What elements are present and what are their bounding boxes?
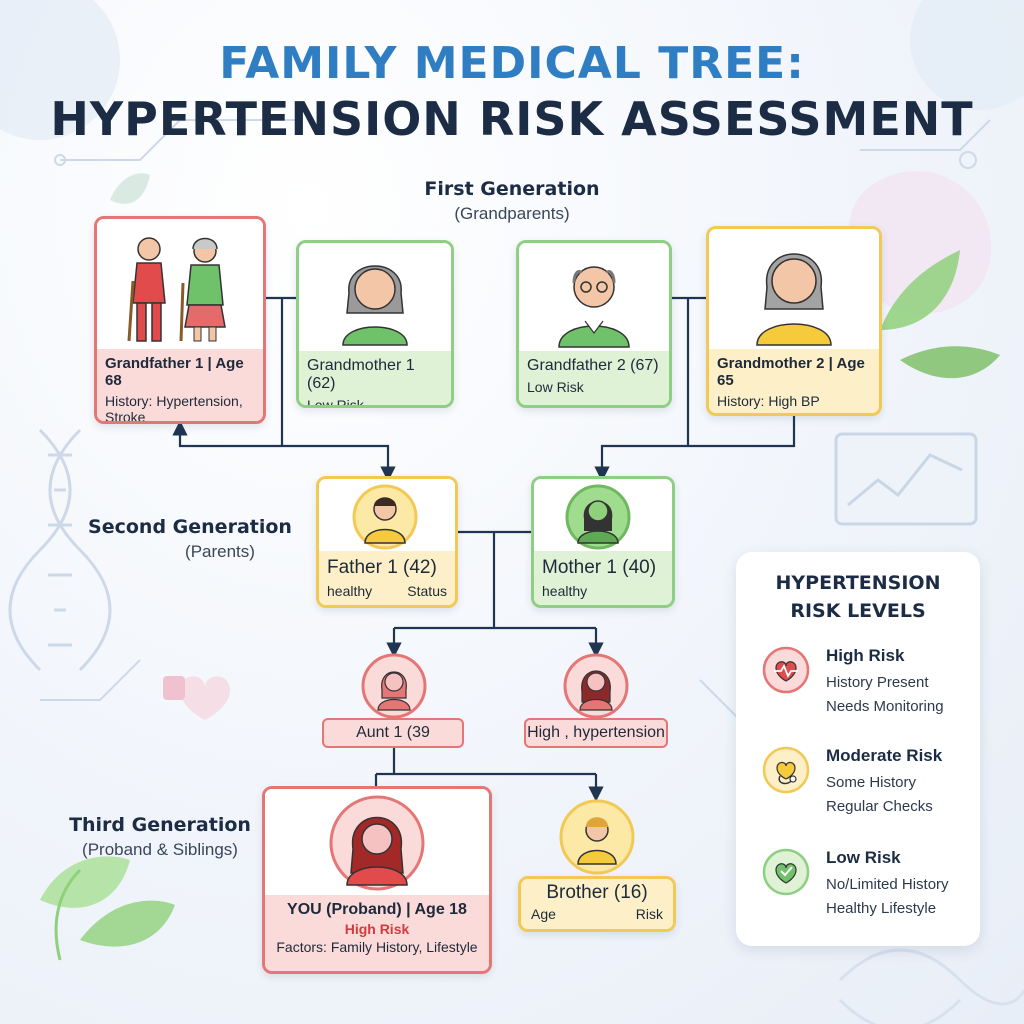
leaf-decoration-left-top — [110, 173, 150, 204]
relative-name: High , hypertension — [527, 724, 665, 741]
grandfather-1-history-2: Stroke — [105, 409, 146, 424]
proband-avatar-icon — [265, 789, 489, 897]
mother-1-health: healthy — [542, 583, 588, 599]
grandmother-avatar-icon — [709, 229, 879, 349]
grandmother-avatar-icon — [299, 243, 451, 351]
grandfather-1-card[interactable]: Grandfather 1 | Age 68 History: Hyperten… — [94, 216, 266, 424]
legend-high-line-1: History Present — [826, 674, 929, 691]
grandmother-2-history: History: High BP — [717, 393, 820, 409]
legend-title-1: HYPERTENSION — [775, 572, 941, 594]
second-generation-label: Second Generation (Parents) — [60, 516, 320, 562]
legend-moderate-line-1: Some History — [826, 774, 917, 791]
brother-card[interactable]: Brother (16) Age Risk — [518, 876, 676, 932]
leaf-decoration-left-bottom — [40, 856, 175, 961]
dna-helix-icon — [8, 428, 112, 672]
third-generation-label: Third Generation (Proband & Siblings) — [50, 814, 270, 860]
father-1-info: Father 1 (42) healthy Status — [319, 551, 455, 605]
grandfather-2-info: Grandfather 2 (67) Low Risk — [519, 351, 669, 405]
grandmother-1-info: Grandmother 1 (62) Low Risk — [299, 351, 451, 405]
brother-avatar-icon — [558, 798, 636, 876]
father-1-health: healthy — [327, 583, 373, 599]
relative-card[interactable]: High , hypertension — [524, 718, 668, 748]
grandfather-2-name: Grandfather 2 (67) — [527, 357, 659, 374]
legend-title-2: RISK LEVELS — [790, 600, 926, 622]
brother-age-label: Age — [531, 906, 556, 922]
mother-1-name: Mother 1 (40) — [542, 557, 657, 578]
risk-legend: HYPERTENSION RISK LEVELS High Risk Histo… — [736, 552, 980, 946]
first-generation-subtitle: (Grandparents) — [454, 204, 570, 223]
trend-chart-icon — [834, 432, 978, 526]
first-generation-label: First Generation (Grandparents) — [392, 178, 632, 224]
grandmother-1-status: Low Risk — [307, 397, 364, 408]
proband-info: YOU (Proband) | Age 18 High Risk Factors… — [265, 895, 489, 971]
leaf-decoration-right — [880, 250, 1000, 379]
relative-avatar-icon — [562, 652, 630, 720]
father-1-card[interactable]: Father 1 (42) healthy Status — [316, 476, 458, 608]
legend-high-line-2: Needs Monitoring — [826, 698, 944, 715]
second-generation-subtitle: (Parents) — [185, 542, 255, 561]
legend-low-label: Low Risk — [826, 848, 901, 867]
legend-high-label: High Risk — [826, 646, 905, 665]
proband-status: High Risk — [344, 921, 410, 937]
proband-card[interactable]: YOU (Proband) | Age 18 High Risk Factors… — [262, 786, 492, 974]
first-generation-title: First Generation — [424, 178, 600, 200]
heart-check-icon — [762, 848, 810, 896]
mother-1-info: Mother 1 (40) healthy — [534, 551, 672, 605]
grandfather-1-history: History: Hypertension, — [105, 393, 243, 409]
title-line-2: HYPERTENSION RISK ASSESSMENT — [50, 92, 974, 146]
third-generation-title: Third Generation — [69, 814, 251, 836]
heart-monitor-icon — [163, 676, 230, 720]
legend-moderate-label: Moderate Risk — [826, 746, 943, 765]
grandfather-avatar-icon — [519, 243, 669, 351]
second-generation-title: Second Generation — [88, 516, 292, 538]
grandmother-1-name: Grandmother 1 (62) — [307, 357, 415, 392]
aunt-1-name: Aunt 1 (39 — [356, 724, 430, 741]
brother-info: Brother (16) Age Risk — [521, 879, 673, 929]
aunt-1-avatar-icon — [360, 652, 428, 720]
aunt-1-card[interactable]: Aunt 1 (39 — [322, 718, 464, 748]
legend-moderate-line-2: Regular Checks — [826, 798, 933, 815]
grandfather-2-status: Low Risk — [527, 379, 584, 395]
brother-name: Brother (16) — [546, 882, 648, 903]
father-1-status: Status — [407, 583, 447, 599]
grandfather-2-card[interactable]: Grandfather 2 (67) Low Risk — [516, 240, 672, 408]
mother-avatar-icon — [534, 479, 672, 555]
proband-factors: Factors: Family History, Lifestyle — [276, 939, 478, 955]
title-line-1: FAMILY MEDICAL TREE: — [219, 38, 805, 89]
brother-risk-label: Risk — [635, 906, 663, 922]
grandmother-1-card[interactable]: Grandmother 1 (62) Low Risk — [296, 240, 454, 408]
heart-pulse-icon — [762, 646, 810, 694]
stethoscope-icon — [762, 746, 810, 794]
third-generation-subtitle: (Proband & Siblings) — [82, 840, 238, 859]
father-avatar-icon — [319, 479, 455, 555]
legend-low-line-2: Healthy Lifestyle — [826, 900, 937, 917]
legend-low-line-1: No/Limited History — [826, 876, 949, 893]
father-1-name: Father 1 (42) — [327, 557, 437, 578]
elderly-couple-icon — [97, 219, 263, 349]
grandfather-1-name: Grandfather 1 | Age 68 — [105, 355, 244, 389]
grandmother-2-card[interactable]: Grandmother 2 | Age 65 History: High BP — [706, 226, 882, 416]
proband-name: YOU (Proband) | Age 18 — [287, 901, 467, 918]
mother-1-card[interactable]: Mother 1 (40) healthy — [531, 476, 675, 608]
grandmother-2-info: Grandmother 2 | Age 65 History: High BP — [709, 349, 879, 413]
grandfather-1-info: Grandfather 1 | Age 68 History: Hyperten… — [97, 349, 263, 421]
grandmother-2-name: Grandmother 2 | Age 65 — [717, 355, 865, 389]
